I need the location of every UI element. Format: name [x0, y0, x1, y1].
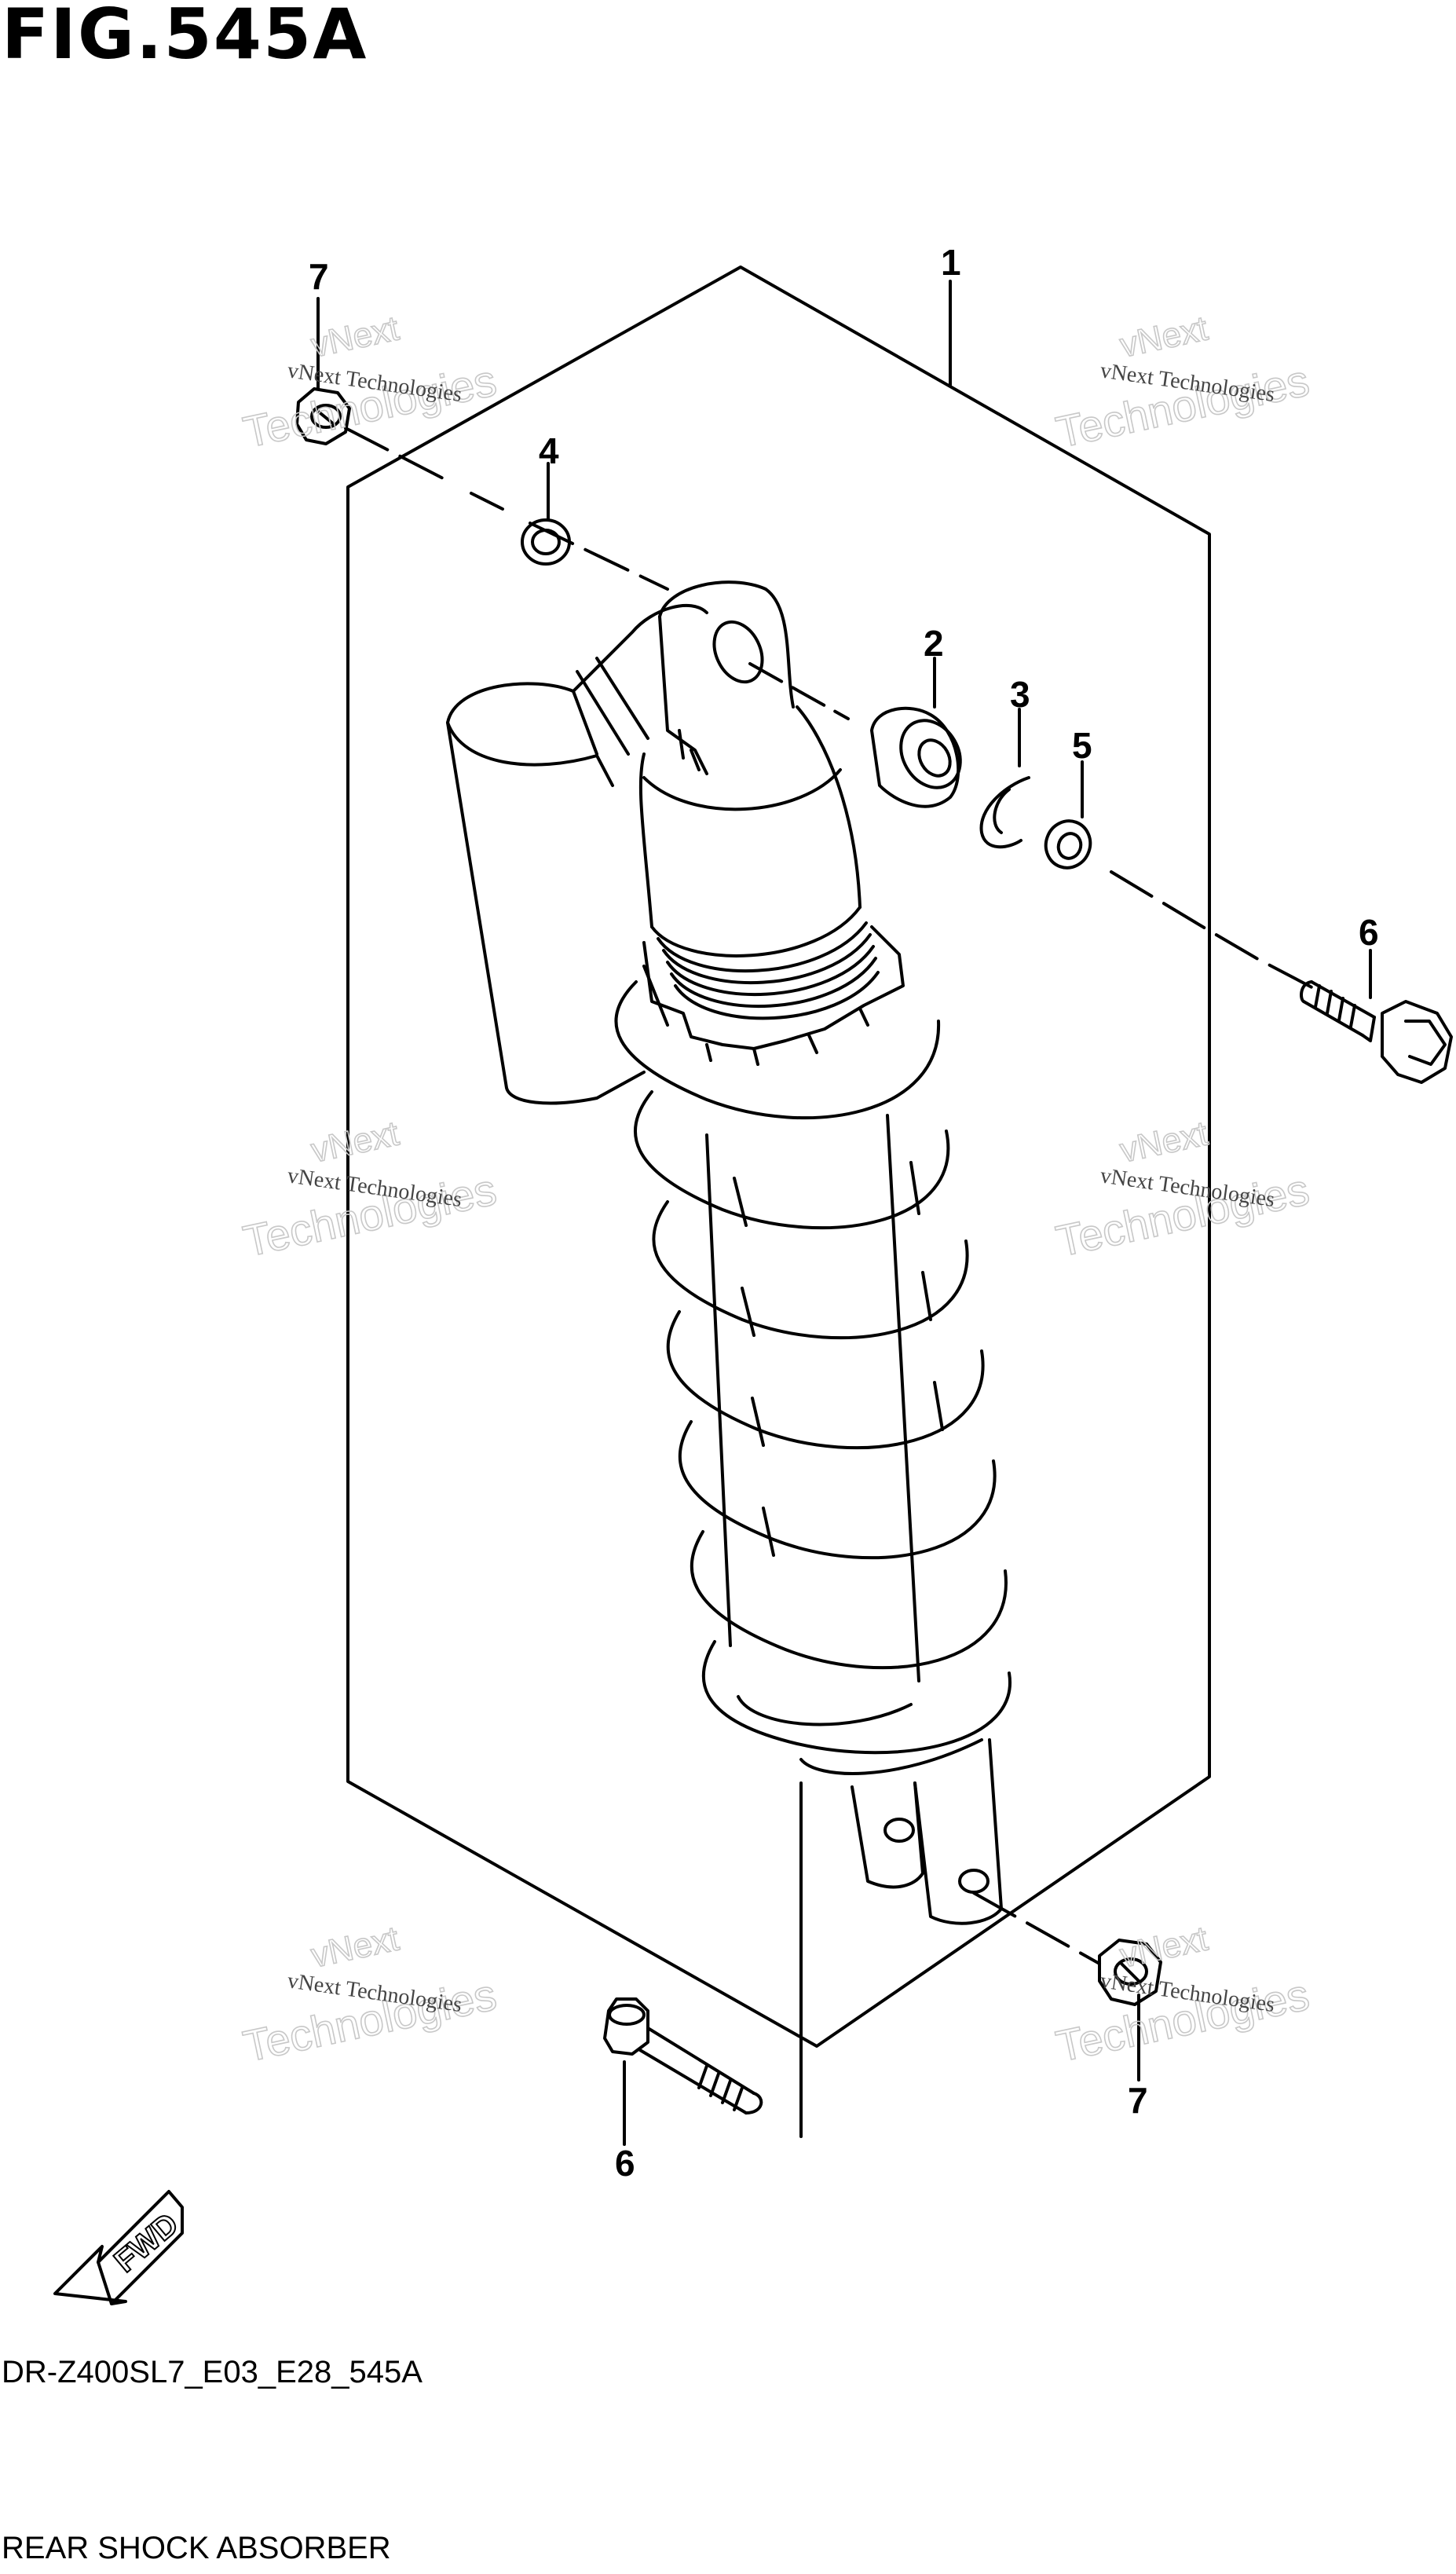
part-5-washer — [1044, 819, 1092, 870]
callout-6-bottom: 6 — [615, 2143, 635, 2184]
fwd-arrow-icon — [53, 2190, 184, 2305]
part-group-name: REAR SHOCK ABSORBER — [2, 2531, 391, 2565]
spring-seat — [642, 925, 905, 1066]
leader-dash-mid — [748, 662, 850, 720]
lower-clevis — [799, 1738, 1003, 1925]
coil-spring — [614, 980, 1012, 1755]
watermark-top-left: vNext Technologies vNext Technologies — [239, 309, 501, 458]
callout-6-right: 6 — [1359, 912, 1379, 953]
svg-text:vNext: vNext — [308, 1919, 402, 1975]
leader-dash-top — [344, 427, 669, 591]
svg-text:vNext: vNext — [308, 1114, 402, 1170]
part-6-bolt-right — [1300, 980, 1453, 1084]
callout-4: 4 — [539, 430, 559, 471]
callout-5: 5 — [1072, 725, 1092, 766]
assembly-outline — [346, 265, 1211, 2048]
callout-2: 2 — [924, 623, 944, 664]
model-code: DR-Z400SL7_E03_E28_545A — [2, 2355, 423, 2389]
svg-text:vNext: vNext — [1117, 1919, 1211, 1975]
watermark-mid-left: vNext Technologies vNext Technologies — [239, 1114, 501, 1267]
part-2-bushing — [870, 706, 962, 808]
part-7-nut-bottom — [1098, 1939, 1162, 2006]
shock-upper-body — [638, 580, 880, 1020]
part-3-circlip — [979, 776, 1030, 849]
part-7-nut-top — [295, 387, 351, 445]
figure-title: FIG.545A — [2, 0, 368, 75]
part-4-washer — [521, 518, 571, 566]
leader-dash-bottom — [972, 1891, 1101, 1965]
watermark-bottom-left: vNext Technologies vNext Technologies — [239, 1919, 501, 2072]
svg-text:vNext: vNext — [308, 309, 402, 364]
part-6-bolt-bottom — [603, 1997, 763, 2114]
svg-text:vNext: vNext — [1117, 309, 1211, 364]
callout-1: 1 — [941, 242, 961, 283]
svg-text:vNext: vNext — [1117, 1114, 1211, 1170]
watermark-bottom-right: vNext Technologies vNext Technologies — [1052, 1919, 1314, 2072]
callout-7-bottom: 7 — [1128, 2080, 1148, 2121]
leader-dash-right — [1110, 870, 1321, 993]
watermark-top-right: vNext Technologies vNext Technologies — [1052, 309, 1314, 458]
watermark-mid-right: vNext Technologies vNext Technologies — [1052, 1114, 1314, 1267]
reservoir — [446, 604, 708, 1105]
callout-3: 3 — [1010, 674, 1030, 715]
callout-7-top: 7 — [309, 256, 329, 297]
